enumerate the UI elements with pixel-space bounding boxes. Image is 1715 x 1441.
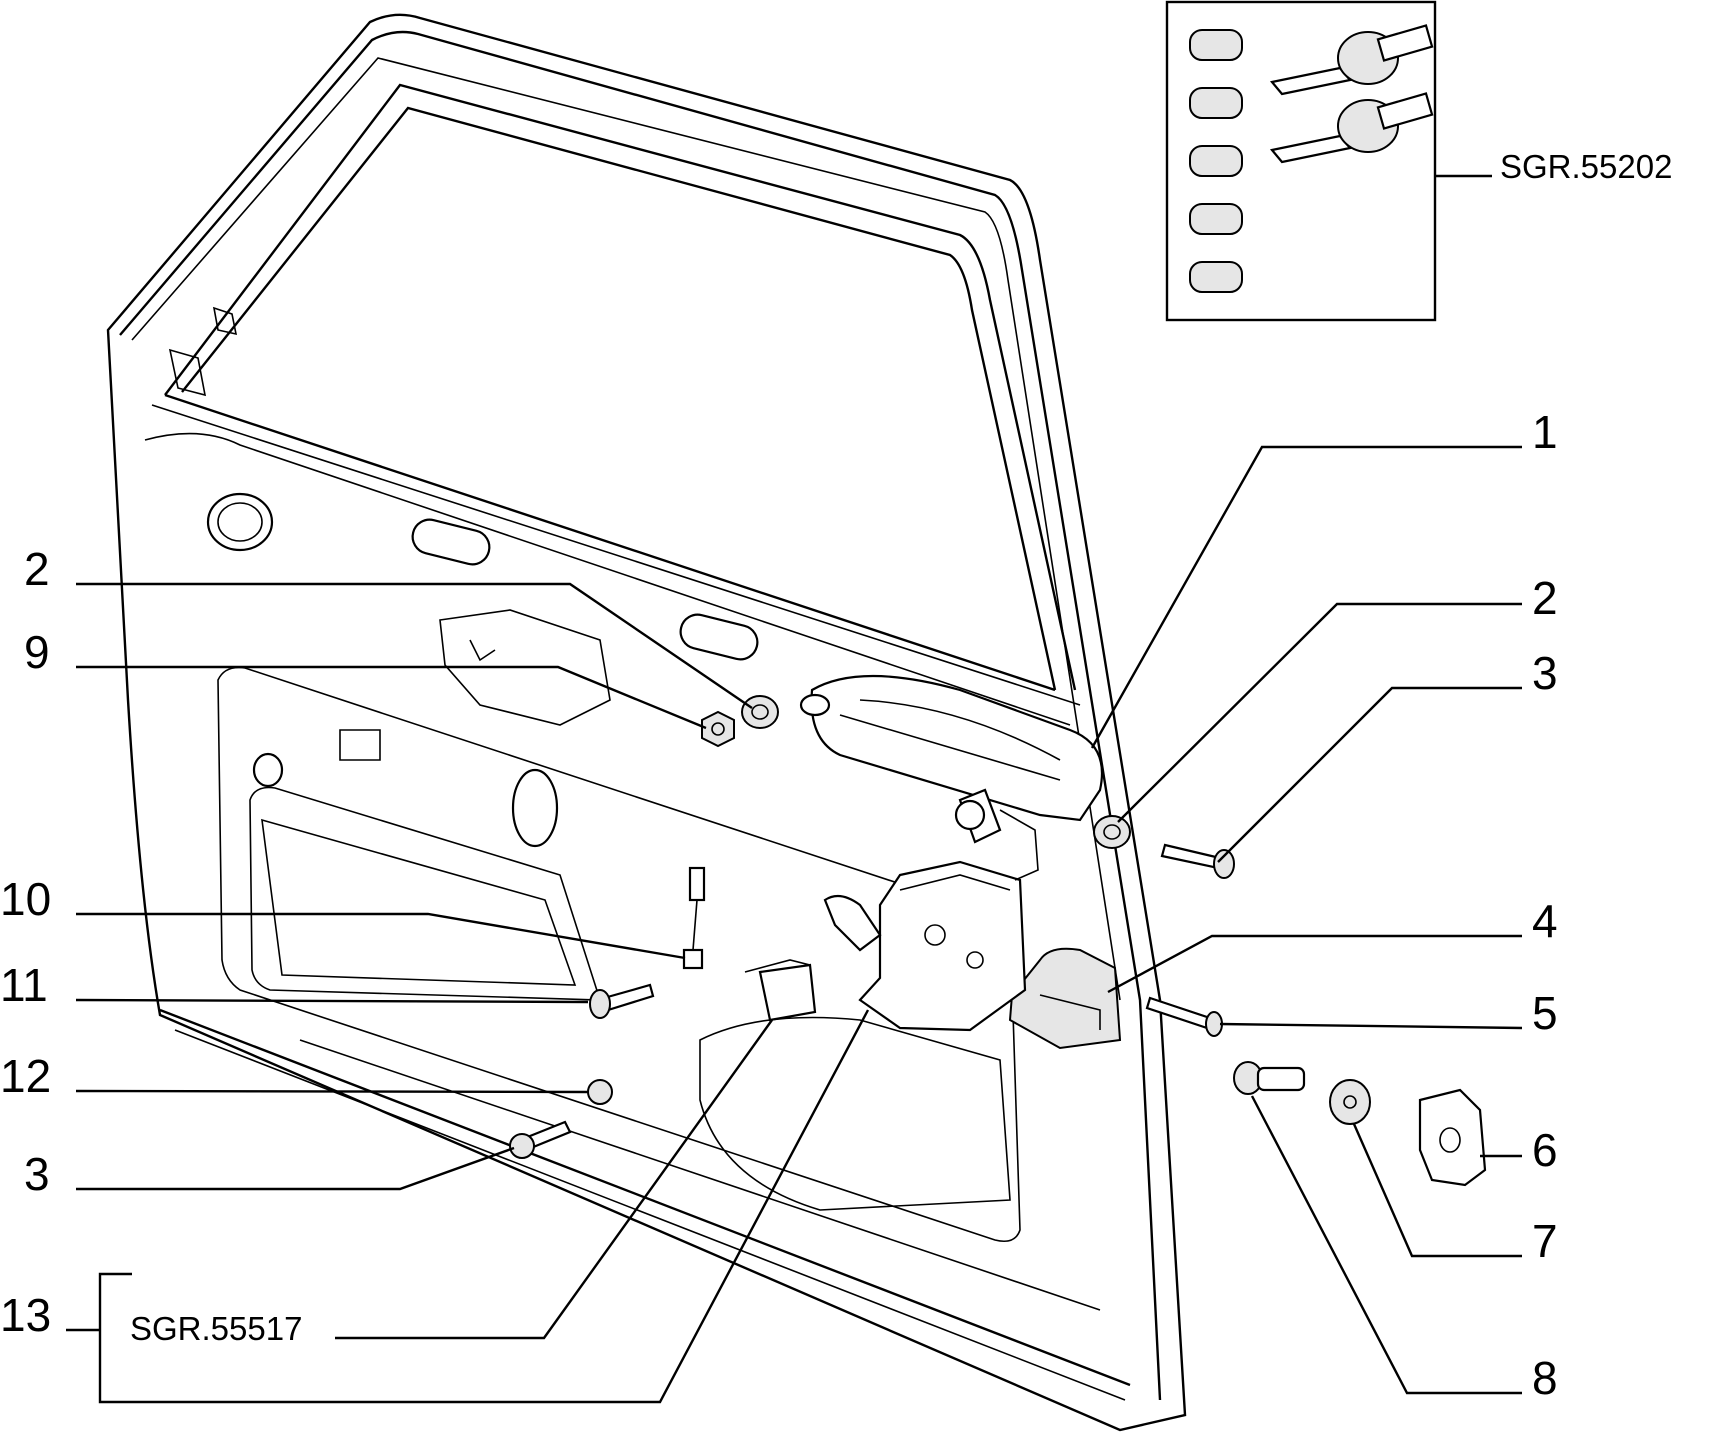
- callout-7: 7: [1532, 1215, 1558, 1267]
- callout-4: 4: [1532, 895, 1558, 947]
- washer-12: [587, 1079, 613, 1105]
- striker-plate: [1418, 1088, 1487, 1187]
- callout-1: 1: [1532, 406, 1558, 458]
- leader-lines: [66, 174, 1523, 1404]
- callout-2-left: 2: [24, 543, 50, 595]
- callout-10: 10: [0, 873, 51, 925]
- striker-cover: [1008, 947, 1122, 1050]
- callout-9: 9: [24, 626, 50, 678]
- nut: [701, 710, 735, 748]
- grommet-left: [741, 695, 779, 729]
- lock-cylinder-icon: [1189, 29, 1243, 293]
- key-icon: [1269, 24, 1434, 164]
- grommet-right: [1093, 815, 1131, 849]
- screw-11: [589, 983, 655, 1019]
- door-lock-assembly: [823, 809, 1039, 1032]
- callout-11: 11: [0, 959, 48, 1011]
- striker-pin: [1233, 1061, 1306, 1095]
- washer: [1329, 1079, 1371, 1125]
- callout-6: 6: [1532, 1124, 1558, 1176]
- lock-switch: [744, 959, 817, 1022]
- screw-left: [509, 1120, 572, 1159]
- callout-2-right: 2: [1532, 572, 1558, 624]
- rod-connector: [682, 866, 706, 970]
- callout-8: 8: [1532, 1352, 1558, 1404]
- lock-kit-box: [1165, 0, 1437, 322]
- callout-5: 5: [1532, 987, 1558, 1039]
- screw-right: [1160, 843, 1235, 879]
- callout-3-left: 3: [24, 1148, 50, 1200]
- screw-5: [1145, 996, 1223, 1037]
- callout-labels: 1 2 3 4 5 6 7 8 2 9 10 11 12 3 13 SGR.55…: [0, 148, 1672, 1404]
- callout-12: 12: [0, 1050, 51, 1102]
- callout-13: 13: [0, 1289, 51, 1341]
- door-shell: [106, 13, 1187, 1432]
- ref-sub-assembly: SGR.55517: [130, 1310, 302, 1347]
- outer-door-handle: [799, 674, 1104, 844]
- ref-lock-kit: SGR.55202: [1500, 148, 1672, 185]
- callout-3-right: 3: [1532, 647, 1558, 699]
